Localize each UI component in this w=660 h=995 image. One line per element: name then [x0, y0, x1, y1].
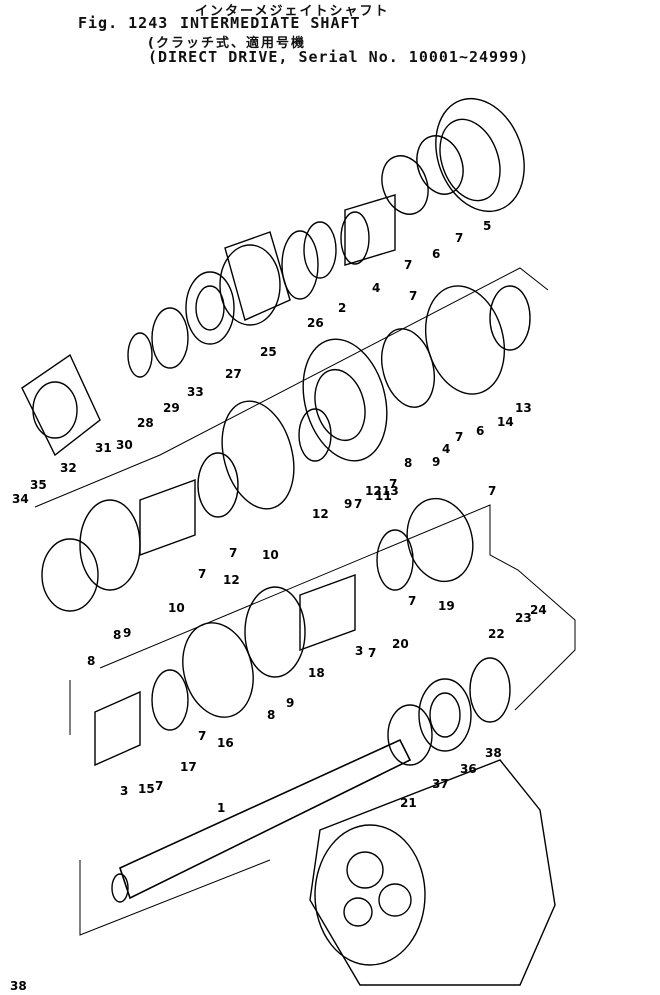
callout-8: 8: [87, 654, 95, 668]
callout-21: 21: [400, 796, 417, 810]
callout-35: 35: [30, 478, 47, 492]
callout-6: 6: [476, 424, 484, 438]
figure-header: インターメジェイトシャフト Fig. 1243 INTERMEDIATE SHA…: [0, 0, 660, 80]
callout-8: 8: [267, 708, 275, 722]
callout-28: 28: [137, 416, 154, 430]
callout-17: 17: [180, 760, 197, 774]
callout-38: 38: [485, 746, 502, 760]
main-shaft-1: [119, 738, 412, 900]
callout-29: 29: [163, 401, 180, 415]
callout-9: 9: [286, 696, 294, 710]
callout-10: 10: [262, 548, 279, 562]
callout-8: 8: [113, 628, 121, 642]
callout-33: 33: [187, 385, 204, 399]
callout-labels: 1233445667777777777777888899991010111212…: [10, 219, 547, 993]
callout-11: 11: [375, 489, 392, 503]
callout-13: 13: [382, 484, 399, 498]
callout-7: 7: [368, 646, 376, 660]
callout-3: 3: [120, 784, 128, 798]
callout-6: 6: [432, 247, 440, 261]
callout-16: 16: [217, 736, 234, 750]
callout-24: 24: [530, 603, 547, 617]
gear-5: [435, 97, 525, 213]
figure-title: INTERMEDIATE SHAFT: [180, 14, 361, 32]
callout-7: 7: [409, 289, 417, 303]
callout-22: 22: [488, 627, 505, 641]
callout-19: 19: [438, 599, 455, 613]
transmission-case: [309, 759, 556, 986]
figure-number: Fig. 1243: [78, 14, 169, 32]
callout-12: 12: [365, 484, 382, 498]
callout-7: 7: [488, 484, 496, 498]
callout-14: 14: [497, 415, 514, 429]
callout-25: 25: [260, 345, 277, 359]
callout-8: 8: [404, 456, 412, 470]
callout-7: 7: [455, 231, 463, 245]
callout-9: 9: [123, 626, 131, 640]
drawing-lines: [21, 97, 576, 986]
callout-34: 34: [12, 492, 29, 506]
callout-12: 12: [312, 507, 329, 521]
callout-4: 4: [442, 442, 450, 456]
callout-9: 9: [432, 455, 440, 469]
callout-12: 12: [223, 573, 240, 587]
callout-5: 5: [483, 219, 491, 233]
callout-2: 2: [338, 301, 346, 315]
callout-7: 7: [229, 546, 237, 560]
japanese-title: インターメジェイトシャフト: [195, 4, 390, 19]
callout-37: 37: [432, 777, 449, 791]
callout-7: 7: [155, 779, 163, 793]
callout-30: 30: [116, 438, 133, 452]
callout-7: 7: [198, 729, 206, 743]
callout-36: 36: [460, 762, 477, 776]
callout-15: 15: [138, 782, 155, 796]
callout-7: 7: [354, 497, 362, 511]
callout-10: 10: [168, 601, 185, 615]
callout-18: 18: [308, 666, 325, 680]
callout-23: 23: [515, 611, 532, 625]
callout-13: 13: [515, 401, 532, 415]
callout-7: 7: [404, 258, 412, 272]
callout-7: 7: [455, 430, 463, 444]
callout-20: 20: [392, 637, 409, 651]
callout-4: 4: [372, 281, 380, 295]
callout-26: 26: [307, 316, 324, 330]
callout-32: 32: [60, 461, 77, 475]
callout-3: 3: [355, 644, 363, 658]
callout-7: 7: [408, 594, 416, 608]
callout-1: 1: [217, 801, 225, 815]
callout-7: 7: [389, 477, 397, 491]
callout-7: 7: [198, 567, 206, 581]
callout-27: 27: [225, 367, 242, 381]
callout-31: 31: [95, 441, 112, 455]
callout-9: 9: [344, 497, 352, 511]
japanese-subtitle: (クラッチ式、適用号機: [148, 36, 306, 51]
figure-subtitle: (DIRECT DRIVE, Serial No. 10001~24999): [148, 48, 530, 66]
callout-38: 38: [10, 979, 27, 993]
